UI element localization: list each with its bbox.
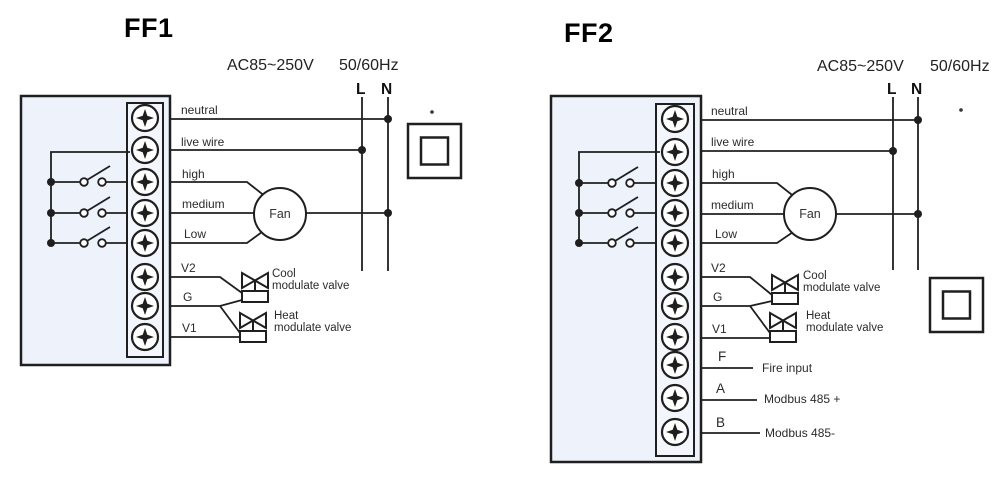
- wire-v2: [701, 276, 773, 296]
- junction-dot-live-l: [889, 147, 897, 155]
- terminal-medium: [130, 198, 160, 228]
- junction-dot-fan-n: [914, 210, 922, 218]
- fan-symbol: [783, 187, 837, 241]
- wire-low: [701, 229, 797, 244]
- terminal-label-medium: medium: [711, 198, 754, 212]
- power-voltage-label: AC85~250V: [817, 58, 904, 75]
- cool-valve-type: modulate valve: [803, 282, 880, 294]
- power-voltage-label: AC85~250V: [227, 57, 314, 74]
- terminal-label-v1: V1: [182, 321, 197, 335]
- diagram-title: FF1: [124, 13, 174, 43]
- junction-dot-fan-n: [384, 209, 392, 217]
- cool-valve-icon: [241, 272, 269, 303]
- terminal-v2: [660, 262, 690, 292]
- heat-valve-type: modulate valve: [274, 322, 351, 334]
- modbus-a-label: Modbus 485 +: [764, 392, 840, 406]
- junction-dot-neutral-n: [384, 115, 392, 123]
- cool-valve-type: modulate valve: [272, 280, 349, 292]
- wall-plate-icon: [406, 122, 463, 180]
- terminal-g: [660, 291, 690, 321]
- wire-high: [169, 181, 267, 198]
- wall-plate-icon: [928, 276, 985, 334]
- terminal-label-live: live wire: [711, 135, 755, 149]
- terminal-label-v2: V2: [711, 261, 726, 275]
- fan-symbol: [253, 187, 307, 241]
- fan-label: Fan: [269, 207, 291, 221]
- terminal-b: [660, 417, 690, 447]
- line-n-label: N: [381, 81, 392, 98]
- terminal-label-medium: medium: [182, 197, 225, 211]
- terminal-label-v2: V2: [181, 261, 196, 275]
- heat-valve-type: modulate valve: [806, 322, 883, 334]
- terminal-medium: [660, 198, 690, 228]
- terminal-live: [660, 137, 690, 167]
- junction-dot-live-l: [358, 146, 366, 154]
- terminal-label-low: Low: [184, 227, 206, 241]
- terminal-v2: [130, 262, 160, 292]
- terminal-neutral: [660, 104, 690, 134]
- terminal-label-neutral: neutral: [711, 104, 748, 118]
- terminal-v1: [660, 322, 690, 352]
- terminal-g: [130, 291, 160, 321]
- heat-valve-name: Heat: [274, 310, 299, 322]
- terminal-label-v1: V1: [712, 322, 727, 336]
- terminal-label-g: G: [713, 290, 722, 304]
- fire-input-label: Fire input: [762, 361, 813, 375]
- cool-valve-name: Cool: [803, 270, 827, 282]
- line-l-label: L: [887, 81, 896, 98]
- terminal-label-b: B: [716, 415, 725, 430]
- terminal-label-a: A: [716, 381, 725, 396]
- terminal-v1: [130, 322, 160, 352]
- terminal-label-neutral: neutral: [181, 103, 218, 117]
- power-frequency-label: 50/60Hz: [339, 57, 399, 74]
- wire-g: [169, 299, 243, 334]
- wire-low: [169, 228, 267, 244]
- stray-dot: [430, 110, 434, 114]
- terminal-label-low: Low: [715, 227, 737, 241]
- junction-dot-neutral-n: [914, 116, 922, 124]
- diagram-ff1: FF1 AC85~250V 50/60Hz L N Fan Cool m: [19, 13, 463, 367]
- terminal-live: [130, 135, 160, 165]
- terminal-label-f: F: [718, 349, 726, 364]
- wire-g: [701, 300, 773, 334]
- stray-dot: [959, 108, 963, 112]
- terminal-label-g: G: [183, 290, 192, 304]
- diagram-ff2: FF2 AC85~250V 50/60Hz L N Fan: [549, 18, 990, 464]
- terminal-label-live: live wire: [181, 135, 225, 149]
- modbus-b-label: Modbus 485-: [765, 426, 835, 440]
- terminal-low: [130, 228, 160, 258]
- terminal-low: [660, 228, 690, 258]
- line-n-label: N: [911, 81, 922, 98]
- heat-valve-name: Heat: [806, 310, 831, 322]
- heat-valve-icon: [769, 312, 797, 343]
- terminal-high: [660, 168, 690, 198]
- cool-valve-icon: [771, 274, 799, 305]
- terminal-high: [130, 167, 160, 197]
- fan-label: Fan: [799, 207, 821, 221]
- power-frequency-label: 50/60Hz: [930, 58, 990, 75]
- terminal-neutral: [130, 103, 160, 133]
- diagram-title: FF2: [564, 18, 614, 48]
- wire-high: [701, 182, 797, 199]
- terminal-a: [660, 383, 690, 413]
- heat-valve-icon: [239, 312, 267, 343]
- terminal-label-high: high: [712, 167, 735, 181]
- line-l-label: L: [356, 81, 365, 98]
- cool-valve-name: Cool: [272, 268, 296, 280]
- wire-v2: [169, 276, 243, 294]
- terminal-label-high: high: [182, 167, 205, 181]
- terminal-f: [660, 350, 690, 380]
